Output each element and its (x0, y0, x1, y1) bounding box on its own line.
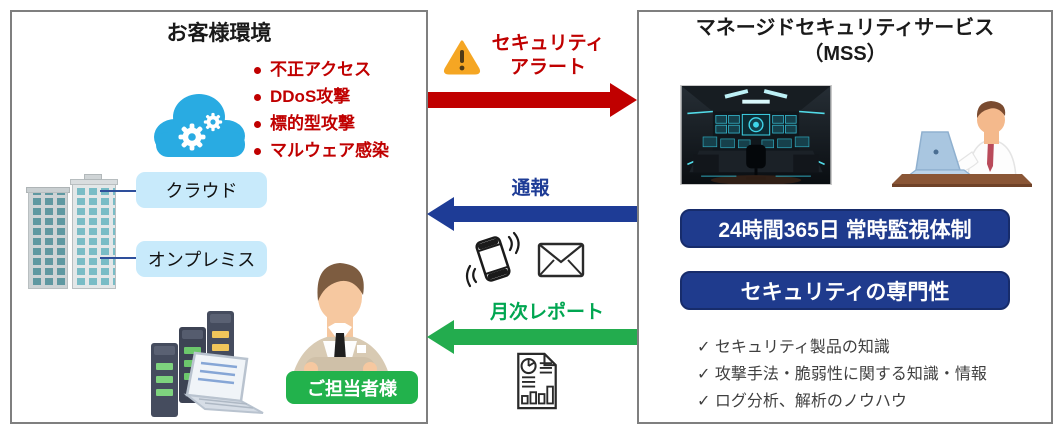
mss-title-line2: （MSS） (803, 43, 887, 65)
report-arrow (427, 197, 637, 231)
threat-item: 標的型攻撃 (252, 110, 428, 137)
expertise-checklist: ✓ セキュリティ製品の知識 ✓ 攻撃手法・脆弱性に関する知識・情報 ✓ ログ分析… (697, 334, 1037, 415)
checklist-item: ✓ セキュリティ製品の知識 (697, 339, 890, 356)
servers-laptop-icon (143, 297, 271, 419)
report-arrow-head (427, 197, 454, 231)
security-analyst-illustration (888, 92, 1036, 188)
cloud-label: クラウド (136, 172, 267, 208)
threat-item: マルウェア感染 (252, 137, 428, 164)
soc-room-image (680, 85, 832, 185)
connector-line-cloud (100, 190, 136, 192)
alert-label-line2: アラート (509, 57, 586, 78)
connector-line-onprem (100, 257, 136, 259)
onprem-label: オンプレミス (136, 241, 267, 277)
expertise-banner: セキュリティの専門性 (680, 271, 1010, 310)
monitoring-banner: 24時間365日 常時監視体制 (680, 209, 1010, 248)
monthly-arrow-shaft (454, 329, 637, 345)
customer-environment-title: お客様環境 (166, 22, 272, 45)
alert-flow-label: セキュリティ アラート (486, 32, 610, 80)
contact-badge: ご担当者様 (286, 371, 418, 404)
alert-arrow-head (610, 83, 637, 117)
monthly-arrow-head (427, 320, 454, 354)
envelope-icon (537, 242, 585, 278)
cloud-gears-icon (142, 82, 254, 170)
monthly-report-arrow (427, 320, 637, 354)
checklist-item: ✓ ログ分析、解析のノウハウ (697, 393, 907, 410)
mss-title: マネージドセキュリティサービス （MSS） (645, 15, 1045, 67)
checklist-item: ✓ 攻撃手法・脆弱性に関する知識・情報 (697, 366, 987, 383)
building-tower (72, 184, 116, 289)
alert-arrow (428, 83, 637, 117)
building-rooftop-box (84, 174, 102, 180)
warning-triangle-icon (443, 39, 481, 75)
office-building-icon (26, 174, 120, 292)
report-flow-label: 通報 (511, 178, 550, 199)
smartphone-icon (462, 228, 524, 290)
report-document-icon (512, 352, 562, 410)
report-arrow-shaft (454, 206, 637, 222)
building-tower (28, 192, 68, 289)
mss-title-line1: マネージドセキュリティサービス (695, 17, 995, 39)
monthly-report-flow-label: 月次レポート (489, 302, 604, 323)
threat-list: 不正アクセス DDoS攻撃 標的型攻撃 マルウェア感染 (252, 56, 428, 164)
alert-label-line1: セキュリティ (491, 33, 605, 54)
threat-item: DDoS攻撃 (252, 83, 428, 110)
threat-item: 不正アクセス (252, 56, 428, 83)
alert-arrow-shaft (428, 92, 610, 108)
